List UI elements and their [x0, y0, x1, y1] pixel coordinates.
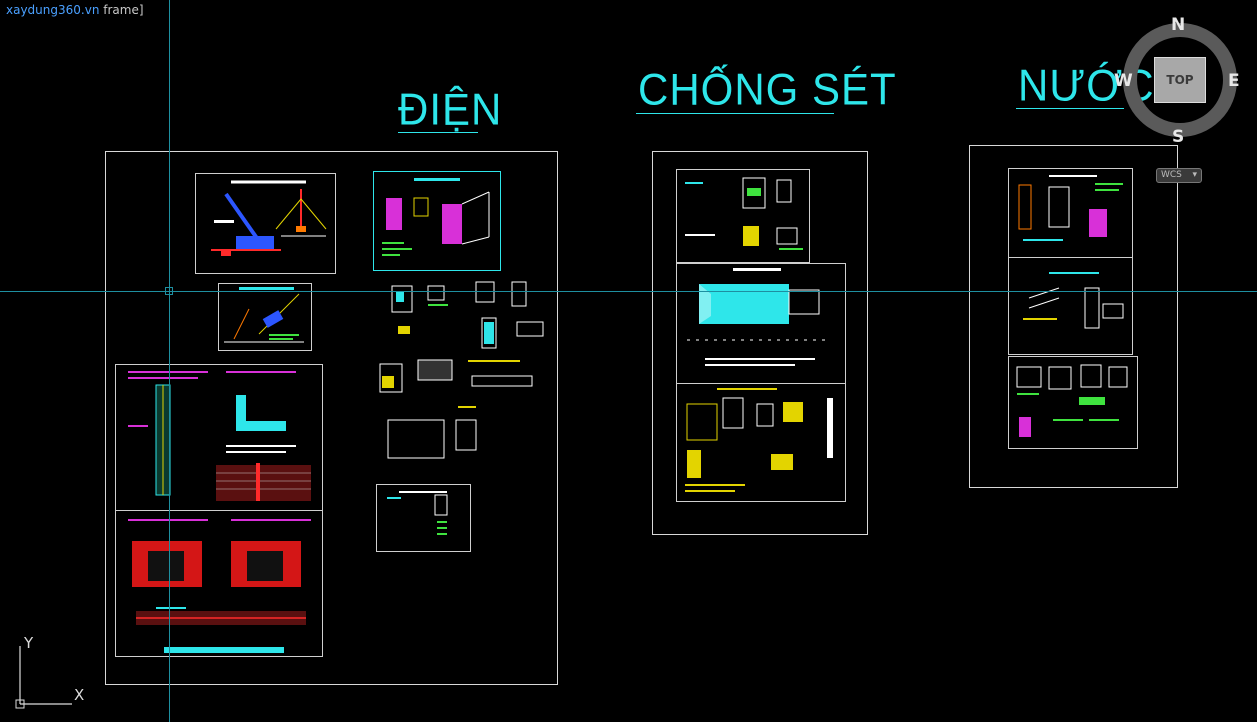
grounding-detail-drawing	[382, 178, 490, 256]
trench-section-drawing	[128, 519, 311, 653]
compass-west-label[interactable]: W	[1114, 71, 1133, 91]
compass-east-label[interactable]: E	[1228, 71, 1240, 91]
crane-detail-drawing	[211, 180, 327, 256]
roof-lightning-detail-drawing	[685, 177, 803, 250]
drawing-sheet[interactable]	[676, 169, 810, 263]
wcs-label: WCS	[1161, 170, 1182, 180]
ucs-y-label: Y	[24, 634, 34, 652]
viewport-brand-text: xaydung360.vn	[6, 3, 100, 17]
pickbox-cursor	[165, 287, 173, 295]
ucs-x-label: X	[74, 686, 85, 704]
water-supply-detail-drawing	[1018, 175, 1123, 241]
loose-detail-drawings[interactable]	[372, 280, 552, 470]
earthing-details-drawing	[685, 388, 833, 492]
section-title-underline	[636, 113, 834, 114]
lightning-rod-detail-drawing	[224, 287, 304, 343]
wcs-menu-button[interactable]: WCS ▾	[1156, 168, 1202, 183]
drawing-sheet[interactable]	[676, 383, 846, 502]
section-title-underline	[1016, 108, 1124, 109]
drainage-detail-drawing	[1023, 272, 1124, 329]
section-title-chong-set: CHỐNG SÉT	[638, 64, 897, 115]
chevron-down-icon: ▾	[1192, 170, 1197, 180]
compass-north-label[interactable]: N	[1171, 15, 1186, 35]
drawing-sheet[interactable]	[218, 283, 312, 351]
viewport-visual-style-text: frame]	[103, 3, 144, 17]
drawing-sheet[interactable]	[676, 263, 846, 384]
section-title-dien: ĐIỆN	[398, 84, 503, 135]
viewcube-compass-ring[interactable]	[1122, 22, 1238, 138]
drawing-frame-dien[interactable]	[105, 151, 558, 685]
section-title-underline	[398, 132, 478, 133]
drawing-sheet[interactable]	[195, 173, 336, 274]
crosshair-vertical	[169, 0, 170, 722]
compass-south-label[interactable]: S	[1172, 127, 1185, 147]
drawing-sheet[interactable]	[376, 484, 471, 552]
drawing-sheet[interactable]	[1008, 168, 1133, 258]
viewcube-top-face[interactable]: TOP	[1154, 57, 1206, 103]
drawing-sheet[interactable]	[1008, 356, 1138, 449]
drawing-sheet[interactable]	[373, 171, 501, 271]
fixture-detail-drawing	[1016, 364, 1128, 437]
viewport-controls-label[interactable]: xaydung360.vn frame]	[6, 3, 144, 17]
wall-section-drawing	[128, 371, 311, 501]
drawing-frame-nuoc[interactable]	[969, 145, 1178, 488]
crosshair-horizontal	[0, 291, 1257, 292]
ucs-axis-icon	[15, 646, 72, 709]
roof-plan-drawing	[687, 268, 827, 366]
bracket-detail-drawing	[387, 491, 448, 535]
drawing-frame-chong-set[interactable]	[652, 151, 868, 535]
drawing-sheet[interactable]	[115, 364, 323, 511]
drawing-sheet[interactable]	[1008, 257, 1133, 355]
drawing-sheet[interactable]	[115, 510, 323, 657]
